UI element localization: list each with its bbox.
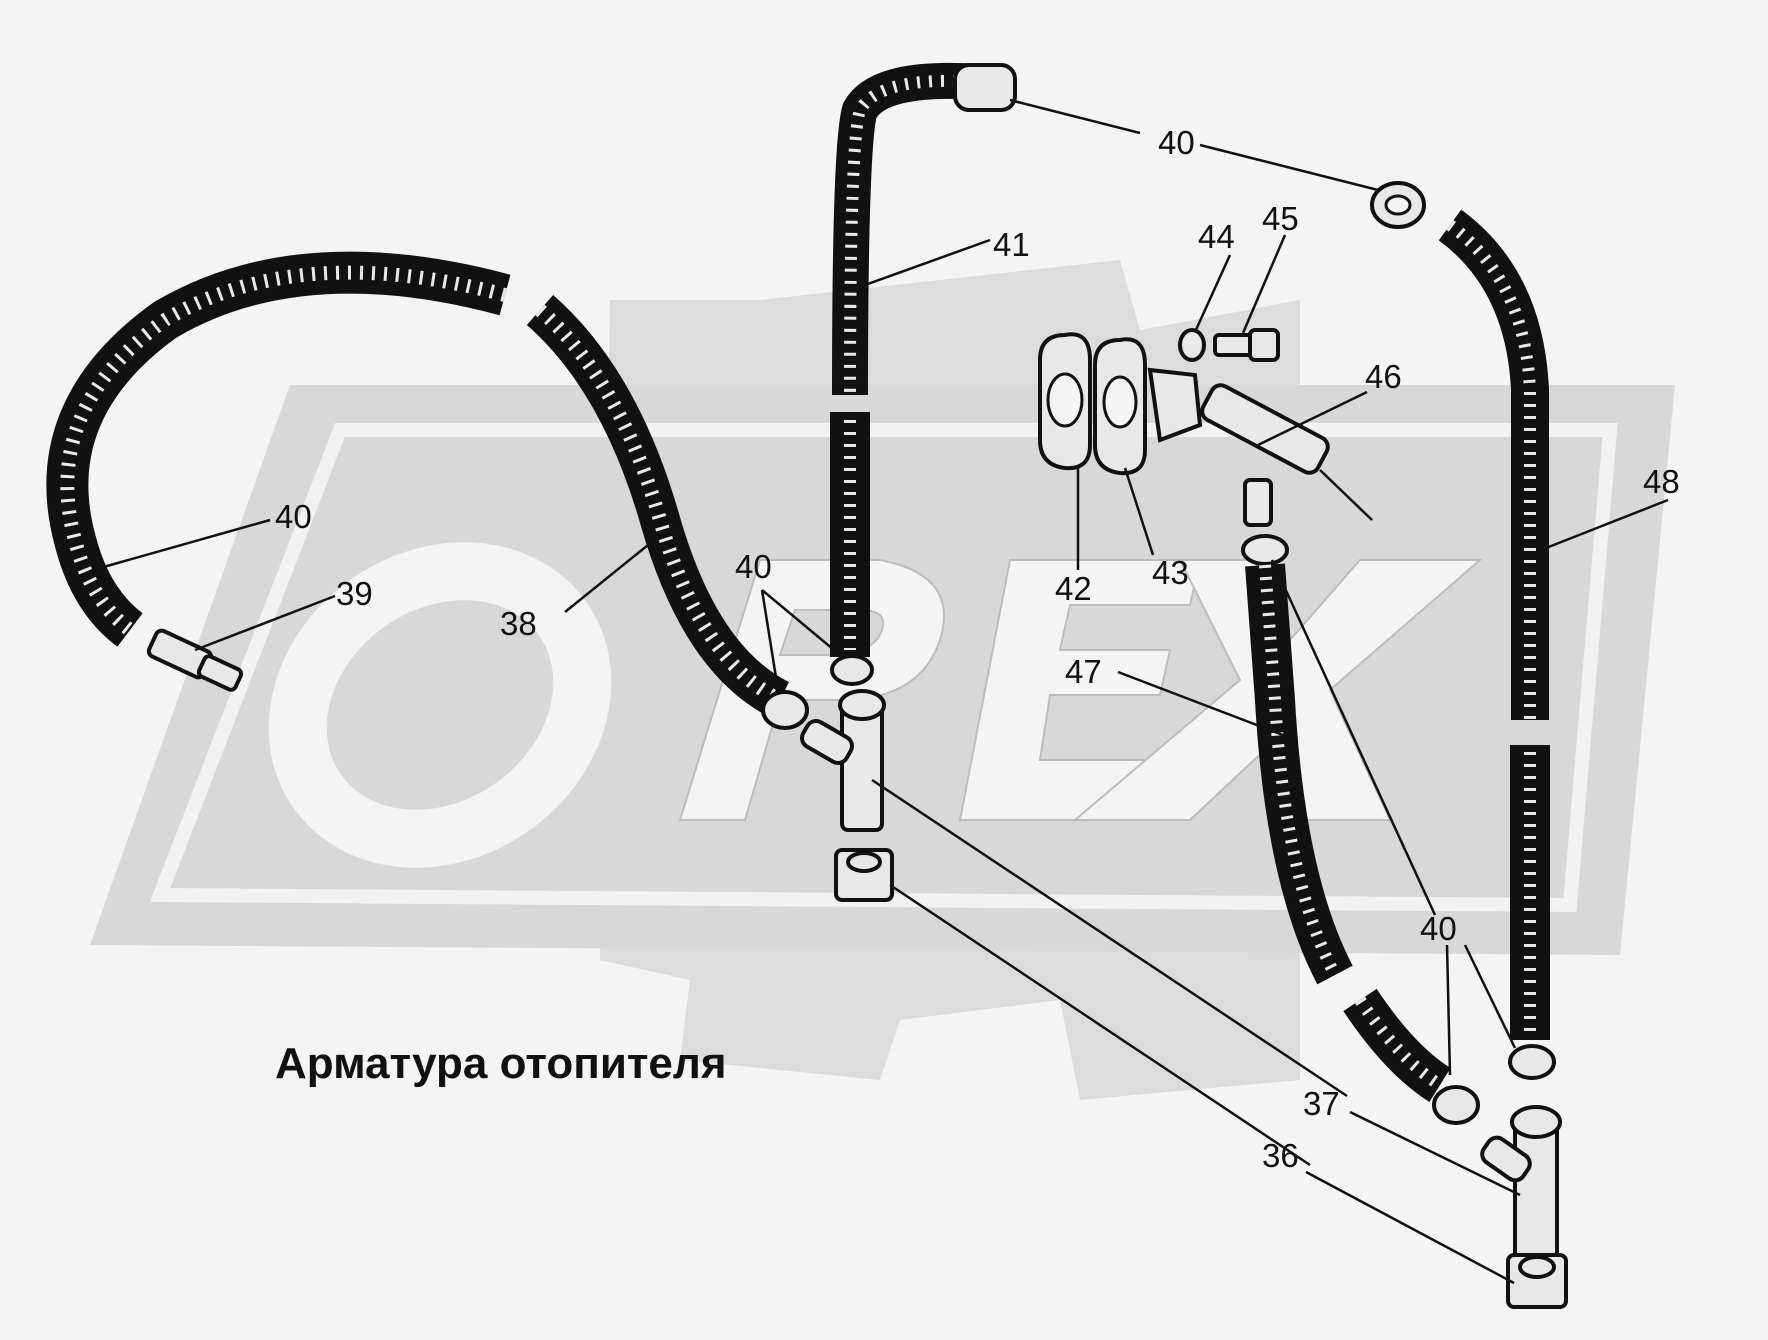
callout-40-right: 40 (1420, 910, 1457, 947)
callout-44: 44 (1198, 218, 1235, 255)
hose-middle-lower (830, 412, 874, 686)
callout-41: 41 (993, 226, 1030, 263)
part-37-tee-left (800, 689, 886, 832)
leader-lines (99, 98, 1669, 1285)
hose-47 (1241, 534, 1353, 985)
part-36-nut-right (1506, 1253, 1568, 1309)
part-45-bolt (1213, 328, 1280, 362)
callout-36: 36 (1262, 1137, 1299, 1174)
callout-42: 42 (1055, 570, 1092, 607)
clamp-top (953, 63, 1017, 112)
callout-46: 46 (1365, 358, 1402, 395)
callout-45: 45 (1262, 200, 1299, 237)
part-39-fitting (146, 628, 244, 692)
callout-43: 43 (1152, 554, 1189, 591)
part-46-valve (1147, 367, 1373, 527)
clamp-left (761, 690, 809, 730)
callout-38: 38 (500, 605, 537, 642)
hose-38 (526, 294, 790, 718)
callout-39: 39 (336, 575, 373, 612)
callout-48: 48 (1643, 463, 1680, 500)
diagram-title: Арматура отопителя (275, 1039, 727, 1088)
callout-40-left: 40 (275, 498, 312, 535)
watermark-logo (90, 260, 1675, 1100)
callout-40-mid: 40 (735, 548, 772, 585)
hose-48 (1438, 209, 1556, 1080)
callout-40-top: 40 (1158, 124, 1195, 161)
hose-left-arc (46, 251, 511, 647)
part-42-gasket (1038, 332, 1092, 471)
part-44-nut (1178, 328, 1206, 362)
hose-47-lower (1343, 988, 1480, 1125)
part-36-nut-left (834, 848, 894, 902)
callout-47: 47 (1065, 653, 1102, 690)
callout-labels: 40 40 39 38 40 41 42 43 44 45 46 47 48 4… (275, 124, 1680, 1174)
clamp-right-top (1370, 181, 1426, 229)
part-37-tee-right (1480, 1105, 1562, 1262)
hose-41 (832, 62, 982, 396)
watermark-letter-o (268, 542, 612, 868)
part-43-gasket (1093, 337, 1147, 476)
callout-37: 37 (1303, 1085, 1340, 1122)
